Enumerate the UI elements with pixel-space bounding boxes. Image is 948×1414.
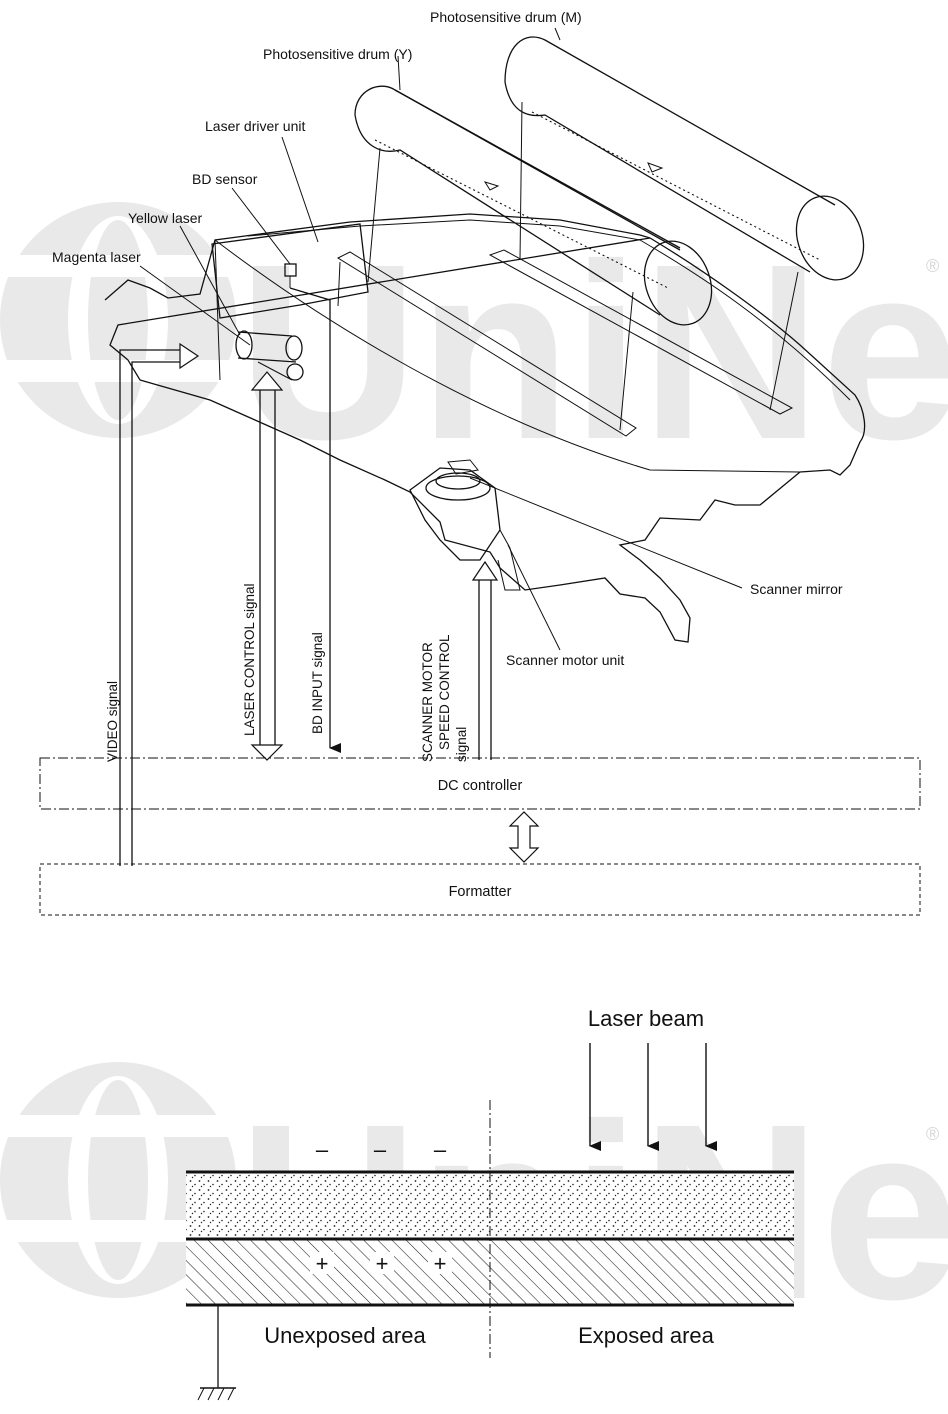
leader-lines xyxy=(139,27,743,651)
scanner-mirror-label: Scanner mirror xyxy=(750,581,843,597)
positive-charge: + xyxy=(376,1251,389,1276)
yellow-laser-label: Yellow laser xyxy=(128,210,203,226)
laser-control-signal-label: LASER CONTROL signal xyxy=(242,583,257,736)
laser-window-m xyxy=(488,249,794,415)
exposed-area-label: Exposed area xyxy=(578,1323,715,1348)
positive-charge-bg xyxy=(310,1252,452,1274)
video-signal-path xyxy=(119,342,200,866)
laser-control-signal-path xyxy=(250,371,284,761)
scanner-motor-unit-label: Scanner motor unit xyxy=(506,652,624,668)
bd-sensor xyxy=(284,263,297,288)
laser-beam-arrows xyxy=(589,1043,717,1151)
scanner-motor-signal-line-2: SPEED CONTROL xyxy=(437,634,452,750)
scanner-motor xyxy=(409,459,521,591)
drum-m-label: Photosensitive drum (M) xyxy=(430,9,582,25)
scanner-unit-housing xyxy=(104,213,866,643)
laser-driver-plate xyxy=(211,223,369,319)
laser-beam-label: Laser beam xyxy=(588,1006,704,1031)
scanner-speed-signal-path xyxy=(471,560,499,760)
scanner-motor-signal-line-3: signal xyxy=(454,727,469,762)
globe-icon xyxy=(0,202,236,438)
laser-driver-label: Laser driver unit xyxy=(205,118,305,134)
bd-input-signal-path xyxy=(289,287,341,753)
bd-sensor-label: BD sensor xyxy=(192,171,258,187)
exposure-diagram: – – – + + + Laser beam Unexposed area Ex… xyxy=(186,1006,794,1401)
registered-mark-bottom: ® xyxy=(926,1124,939,1144)
globe-icon xyxy=(0,1062,236,1298)
dc-formatter-link xyxy=(508,811,540,863)
ground-icon xyxy=(197,1305,236,1401)
dc-controller-label: DC controller xyxy=(438,778,523,794)
laser-assembly xyxy=(235,330,304,381)
formatter-box xyxy=(39,863,921,916)
watermark-top: UniNet ® xyxy=(0,202,948,491)
projection-lines xyxy=(367,101,799,431)
dc-controller-box xyxy=(39,757,921,810)
formatter-label: Formatter xyxy=(449,884,512,900)
bd-input-signal-label: BD INPUT signal xyxy=(310,632,325,734)
laser-window-y xyxy=(336,251,637,437)
negative-charge: – xyxy=(434,1137,447,1162)
registered-mark-top: ® xyxy=(926,256,939,276)
watermark-brand-top: UniNet xyxy=(238,212,948,491)
drum-y-label: Photosensitive drum (Y) xyxy=(263,46,412,62)
video-signal-label: VIDEO signal xyxy=(105,681,120,762)
unexposed-area-label: Unexposed area xyxy=(264,1323,426,1348)
positive-charge: + xyxy=(434,1251,447,1276)
negative-charge: – xyxy=(374,1137,387,1162)
positive-charge: + xyxy=(316,1251,329,1276)
negative-charge: – xyxy=(316,1137,329,1162)
scanner-motor-signal-line-1: SCANNER MOTOR xyxy=(420,642,435,762)
drum-y xyxy=(354,85,713,326)
magenta-laser-label: Magenta laser xyxy=(52,249,141,265)
